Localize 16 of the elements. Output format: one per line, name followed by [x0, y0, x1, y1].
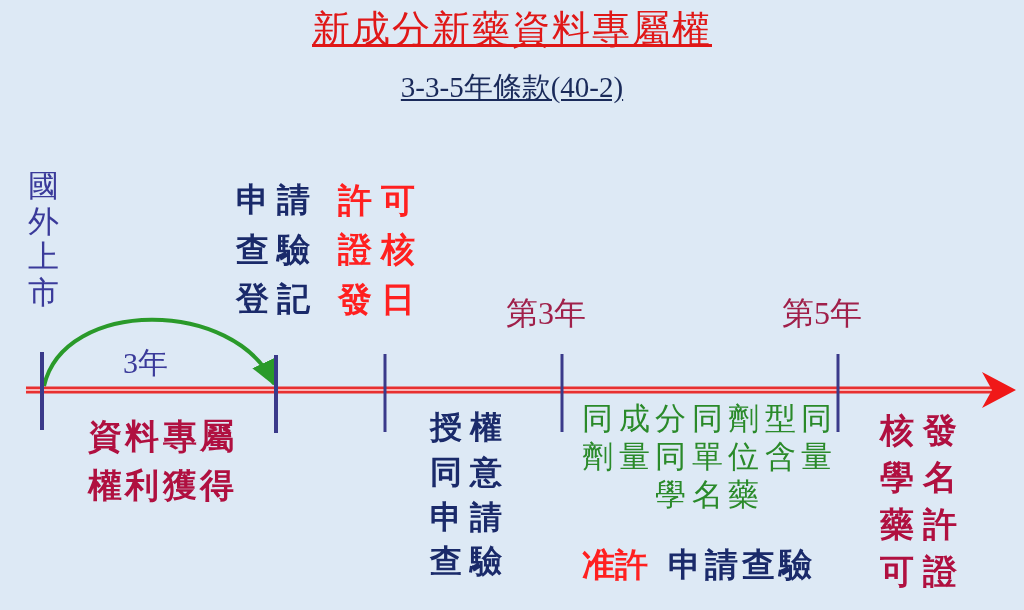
edge-label: 3年: [123, 345, 168, 381]
year-label: 第3年: [506, 294, 587, 333]
event-label: 許可證核發日: [338, 181, 424, 320]
year-label: 第5年: [782, 294, 863, 333]
approval-label: 准許: [582, 546, 648, 585]
generic-drug-label: 同成分同劑型同劑量同單位含量學名藥: [580, 400, 840, 514]
curved-arrow: [42, 317, 276, 387]
tick-mark: [40, 352, 44, 430]
event-label: 申請查驗登記: [236, 181, 320, 319]
application-label: 申請查驗: [668, 546, 816, 585]
vertical-label: 國外上市: [28, 168, 59, 311]
subtitle: 3-3-5年條款(40-2): [399, 70, 625, 105]
tick-mark: [274, 355, 278, 433]
license-label: 核發學名藥許可證: [880, 411, 966, 592]
rights-label: 資料專屬權利獲得: [88, 417, 239, 507]
consent-label: 授權同意申請查驗: [430, 408, 511, 582]
